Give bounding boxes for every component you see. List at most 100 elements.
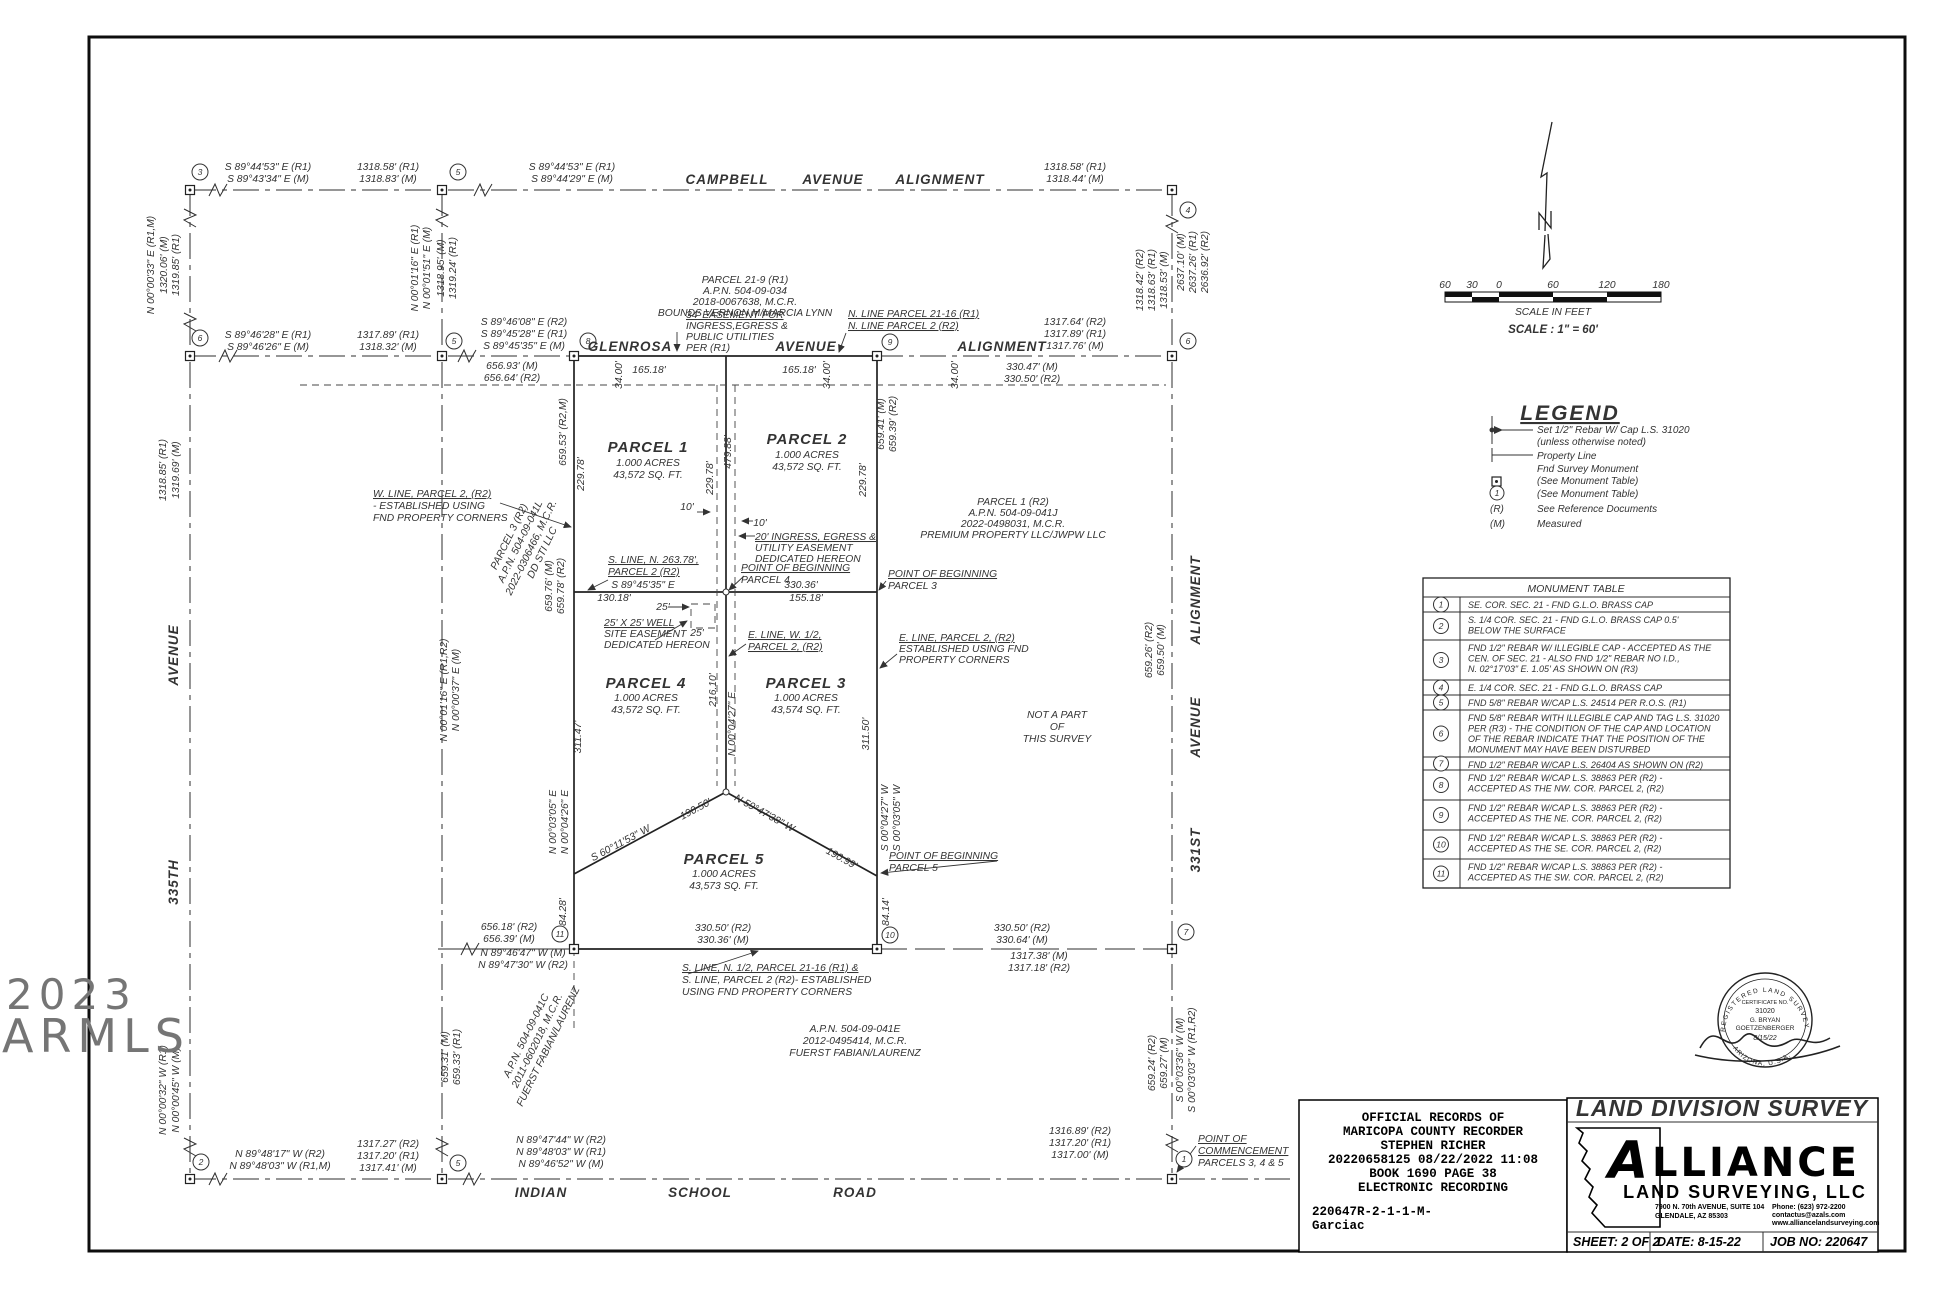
monument-number-label: 3 (198, 167, 203, 177)
monument-table-row-text: FND 1/2" REBAR W/CAP L.S. 38863 PER (R2)… (1468, 803, 1662, 813)
plat-label: 330.64' (M) (996, 935, 1048, 946)
plat-label: 10' (753, 518, 767, 529)
company-email: contactus@azals.com (1772, 1212, 1845, 1219)
plat-label: 34' EASEMENT FOR (686, 310, 784, 321)
found-monument-icon (871, 943, 883, 955)
plat-label: BOUNDS VERNON M/MARCIA LYNN (658, 308, 833, 319)
sheet-number: SHEET: 2 OF 2 (1573, 1235, 1660, 1249)
monument-table-title: MONUMENT TABLE (1527, 583, 1625, 595)
monument-number-1: 1 (1175, 1150, 1193, 1168)
monument-table-row: 2S. 1/4 COR. SEC. 21 - FND G.L.O. BRASS … (1433, 615, 1679, 636)
plat-label: 43,573 SQ. FT. (689, 881, 758, 892)
monument-number-2: 2 (192, 1153, 210, 1171)
plat-label: 659.26' (R2) (1144, 622, 1155, 678)
monument-table-row-text: FND 1/2" REBAR W/CAP L.S. 38863 PER (R2)… (1468, 862, 1662, 872)
plat-label: 43,572 SQ. FT. (613, 470, 682, 481)
monument-number-label: 11 (556, 929, 565, 939)
monument-number-5: 5 (445, 332, 463, 350)
scale-caption: SCALE IN FEET (1515, 307, 1592, 318)
plat-label: 311.50' (861, 717, 872, 751)
recorder-line-1: OFFICIAL RECORDS OF (1362, 1111, 1505, 1125)
plat-label: 331ST (1188, 827, 1203, 873)
plat-label: 10' (680, 502, 694, 513)
company-address-2: GLENDALE, AZ 85303 (1655, 1213, 1728, 1220)
plat-label: INGRESS,EGRESS & (686, 321, 788, 332)
legend-set-rebar-label-1: Set 1/2" Rebar W/ Cap L.S. 31020 (1537, 425, 1690, 436)
monument-number-5: 5 (449, 1154, 467, 1172)
plat-label: PARCEL 3 (888, 581, 937, 592)
plat-label: 659.41' (M) (876, 398, 887, 450)
plat-label: DEDICATED HEREON (604, 640, 710, 651)
plat-label: N 00°01'51" E (M) (422, 227, 433, 309)
company-name: LAND SURVEYING, LLC (1623, 1182, 1867, 1202)
plat-label: 1317.27' (R2) (357, 1139, 419, 1150)
plat-label: - ESTABLISHED USING (373, 501, 485, 512)
plat-label: 1318.95' (M) (436, 239, 447, 296)
monument-number-label: 5 (456, 167, 461, 177)
monument-table-row-text: MONUMENT MAY HAVE BEEN DISTURBED (1468, 745, 1651, 755)
monument-table-row-number: 4 (1439, 683, 1444, 693)
monument-table-row-text: FND 5/8" REBAR WITH ILLEGIBLE CAP AND TA… (1468, 713, 1719, 723)
monument-table-row-text: ACCEPTED AS THE SE. COR. PARCEL 2, (R2) (1467, 844, 1661, 854)
plat-label: PARCELS 3, 4 & 5 (1198, 1158, 1284, 1169)
plat-label: N. LINE PARCEL 21-16 (R1) (848, 309, 979, 320)
scale-tick-label: 60 (1439, 280, 1451, 291)
plat-label: W. LINE, PARCEL 2, (R2) (373, 489, 491, 500)
found-monument-icon (436, 1173, 448, 1185)
plat-label: S 89°44'29" E (M) (531, 174, 613, 185)
plat-label: CAMPBELL (686, 172, 769, 187)
plat-label: ALIGNMENT (894, 172, 985, 187)
plat-labels: S 89°44'53" E (R1)S 89°43'34" E (M)1318.… (146, 162, 1289, 1200)
well-site-easement-outline (690, 603, 716, 629)
monument-table-row-text: N. 02°17'03" E. 1.05' AS SHOWN ON (R3) (1468, 664, 1638, 674)
plat-label: SITE EASEMENT (604, 629, 687, 640)
plat-label: POINT OF BEGINNING (889, 851, 998, 862)
survey-monument-squares (184, 184, 1178, 1185)
monument-number-label: 5 (456, 1158, 461, 1168)
legend: LEGEND Set 1/2" Rebar W/ Cap L.S. 31020 … (1489, 402, 1690, 530)
plat-label: 659.76' (M) (544, 560, 555, 612)
plat-label: ROAD (833, 1185, 877, 1200)
plat-label: 2012-0495414, M.C.R. (802, 1036, 907, 1047)
plat-label: PARCEL 5 (684, 851, 765, 868)
plat-label: NOT A PART (1027, 710, 1088, 721)
logo-letter-a: A (1604, 1131, 1648, 1191)
plat-label: 1317.76' (M) (1046, 341, 1103, 352)
watermark: 2023 ARMLS (2, 970, 184, 1063)
plat-label: THIS SURVEY (1023, 734, 1093, 745)
plat-label: 1317.00' (M) (1051, 1150, 1108, 1161)
found-monument-icon (568, 943, 580, 955)
plat-label: N 00°00'33" E (R1,M) (146, 216, 157, 314)
plat-label: S 89°46'26" E (M) (227, 342, 309, 353)
plat-label: N. LINE PARCEL 2 (R2) (848, 321, 959, 332)
watermark-year: 2023 (6, 970, 137, 1019)
plat-label: 330.36' (784, 580, 818, 591)
plat-label: PARCEL 4 (606, 675, 687, 692)
plat-label: S 60°11'53" W (589, 823, 653, 864)
plat-label: S 00°03'36" W (M) (1175, 1018, 1186, 1103)
plat-label: PARCEL 2 (767, 431, 848, 448)
scale-tick-label: 0 (1496, 280, 1502, 291)
monument-table-row-text: ACCEPTED AS THE NW. COR. PARCEL 2, (R2) (1467, 784, 1664, 794)
legend-set-rebar-label-2: (unless otherwise noted) (1537, 437, 1646, 448)
monument-number-8: 8 (579, 332, 597, 350)
plat-label: 1318.44' (M) (1046, 174, 1103, 185)
plat-label: S 00°04'27" W (880, 784, 891, 852)
plat-label: 43,572 SQ. FT. (772, 462, 841, 473)
company-address-1: 7900 N. 70th AVENUE, SUITE 104 (1655, 1204, 1764, 1211)
monument-number-label: 6 (198, 333, 203, 343)
legend-monument-circle-label: (See Monument Table) (1537, 489, 1638, 500)
plat-label: S 89°43'34" E (M) (227, 174, 309, 185)
found-monument-icon (184, 184, 196, 196)
plat-label: OF (1050, 722, 1065, 733)
plat-label: 1318.42' (R2) (1135, 249, 1146, 311)
plat-label: S 89°46'08" E (R2) (481, 317, 567, 328)
plat-label: N 00°04'27" E (727, 692, 738, 756)
plat-label: USING FND PROPERTY CORNERS (682, 987, 852, 998)
